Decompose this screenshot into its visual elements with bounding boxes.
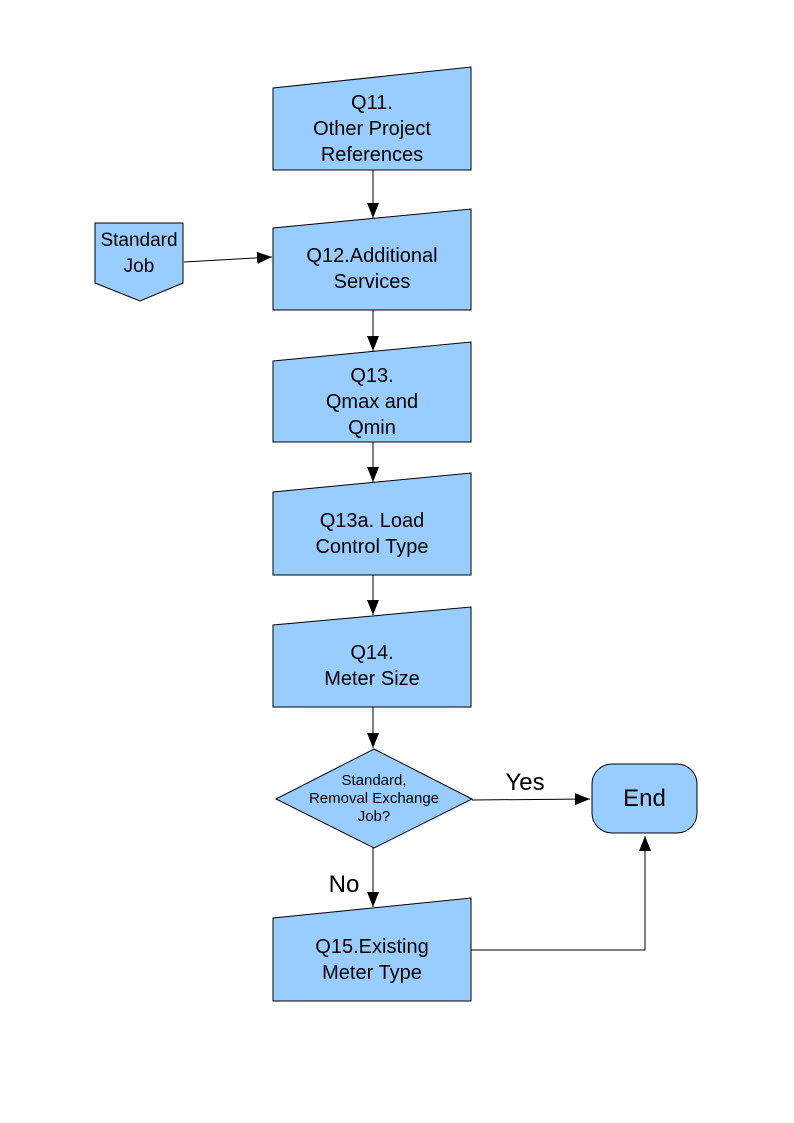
node-decision-shape bbox=[274, 748, 474, 849]
node-standard-job-shape bbox=[94, 222, 184, 302]
connector-standard-job-to-q12 bbox=[183, 251, 273, 264]
node-end-shape bbox=[591, 763, 698, 834]
connector-decision-yes-to-end bbox=[471, 793, 591, 806]
edge-label-no: No bbox=[328, 871, 360, 898]
node-q13a-shape bbox=[272, 472, 472, 576]
connector-q15-to-end bbox=[471, 836, 651, 951]
edge-label-yes: Yes bbox=[505, 769, 545, 796]
node-q15-shape bbox=[272, 897, 472, 1002]
node-q13-shape bbox=[272, 341, 472, 443]
node-q12-shape bbox=[272, 208, 472, 311]
node-q14-shape bbox=[272, 606, 472, 708]
node-q11-shape bbox=[272, 66, 472, 171]
